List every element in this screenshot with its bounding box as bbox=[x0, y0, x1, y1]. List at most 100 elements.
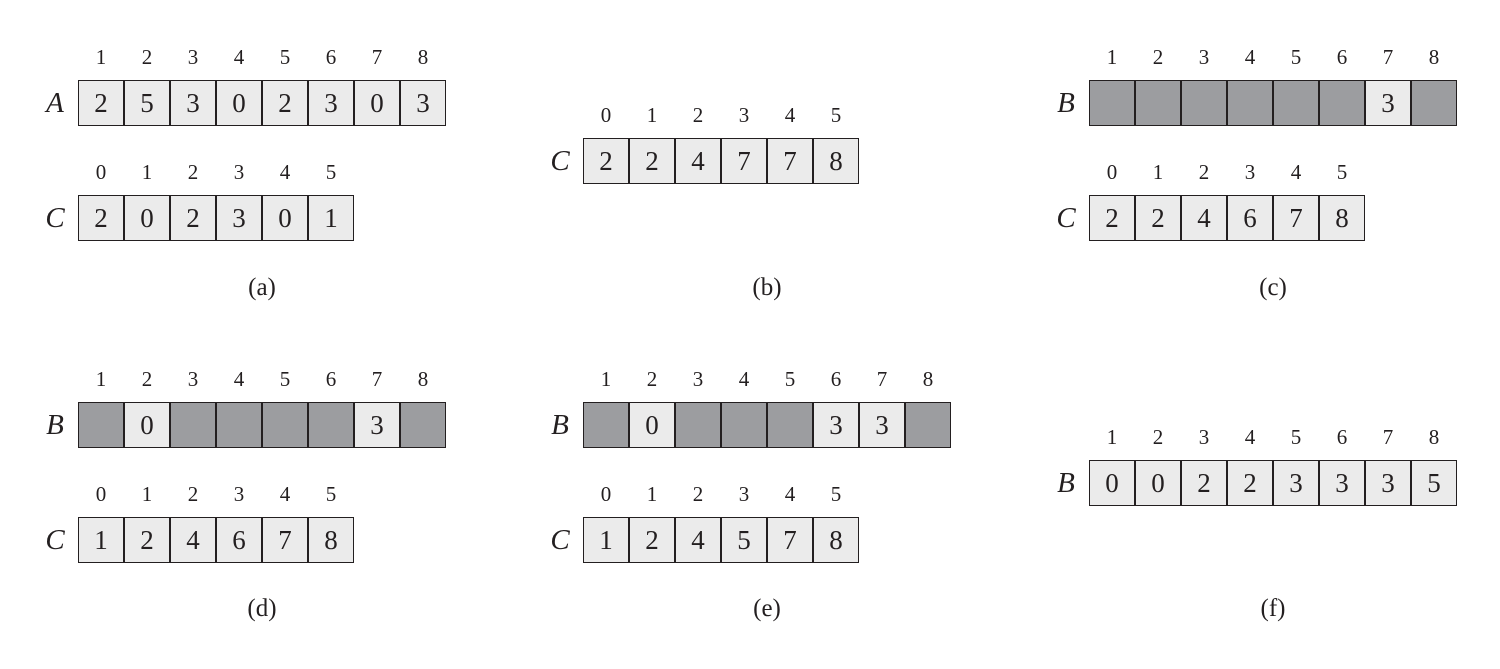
index-label: 5 bbox=[279, 367, 291, 391]
index-label: 1 bbox=[95, 45, 107, 69]
index-label: 5 bbox=[830, 103, 842, 127]
array-cell: 4 bbox=[675, 517, 721, 563]
array-cell bbox=[1319, 80, 1365, 126]
index-label: 0 bbox=[600, 482, 612, 506]
index-label: 3 bbox=[187, 367, 199, 391]
index-label: 4 bbox=[279, 160, 291, 184]
array-cell: 6 bbox=[216, 517, 262, 563]
array-cell: 2 bbox=[78, 195, 124, 241]
index-label: 7 bbox=[371, 45, 383, 69]
index-label: 7 bbox=[371, 367, 383, 391]
array-cell: 7 bbox=[1273, 195, 1319, 241]
index-label: 4 bbox=[233, 367, 245, 391]
array-cell: 3 bbox=[216, 195, 262, 241]
index-label: 5 bbox=[325, 482, 337, 506]
index-label: 4 bbox=[233, 45, 245, 69]
index-label: 5 bbox=[325, 160, 337, 184]
index-label: 1 bbox=[1106, 425, 1118, 449]
index-label: 0 bbox=[95, 482, 107, 506]
index-label: 7 bbox=[1382, 425, 1394, 449]
array-cell: 7 bbox=[262, 517, 308, 563]
index-label: 5 bbox=[279, 45, 291, 69]
array-cell bbox=[170, 402, 216, 448]
array-cell bbox=[1227, 80, 1273, 126]
array-cell: 7 bbox=[767, 138, 813, 184]
index-label: 4 bbox=[1290, 160, 1302, 184]
index-label: 4 bbox=[1244, 45, 1256, 69]
index-label: 3 bbox=[233, 160, 245, 184]
array-name: B bbox=[1057, 467, 1075, 499]
array-cell: 8 bbox=[1319, 195, 1365, 241]
caption: (f) bbox=[1260, 595, 1286, 622]
array-cell: 3 bbox=[170, 80, 216, 126]
index-label: 4 bbox=[784, 482, 796, 506]
index-label: 1 bbox=[646, 103, 658, 127]
array-cell: 8 bbox=[813, 138, 859, 184]
array-cell bbox=[1181, 80, 1227, 126]
array-cell: 2 bbox=[1089, 195, 1135, 241]
index-label: 3 bbox=[738, 103, 750, 127]
array-cell: 3 bbox=[1319, 460, 1365, 506]
array-cell bbox=[1135, 80, 1181, 126]
array-cell bbox=[216, 402, 262, 448]
panel-c: 1 2 3 4 5 6 7 8 B 3 0 bbox=[1051, 40, 1471, 340]
array-name: B bbox=[1057, 87, 1075, 119]
caption: (a) bbox=[248, 274, 276, 301]
index-label: 3 bbox=[187, 45, 199, 69]
index-label: 6 bbox=[1336, 45, 1348, 69]
index-label: 1 bbox=[141, 160, 153, 184]
array-cell: 2 bbox=[78, 80, 124, 126]
array-cell bbox=[1411, 80, 1457, 126]
array-name: C bbox=[1056, 202, 1076, 234]
index-label: 1 bbox=[141, 482, 153, 506]
array-cell: 0 bbox=[354, 80, 400, 126]
array-cell: 3 bbox=[400, 80, 446, 126]
index-label: 7 bbox=[876, 367, 888, 391]
caption: (b) bbox=[752, 274, 782, 301]
index-label: 0 bbox=[600, 103, 612, 127]
index-label: 6 bbox=[830, 367, 842, 391]
array-cell bbox=[721, 402, 767, 448]
index-label: 3 bbox=[738, 482, 750, 506]
array-cell bbox=[1273, 80, 1319, 126]
array-name: C bbox=[45, 202, 65, 234]
index-label: 2 bbox=[1198, 160, 1210, 184]
array-cell: 4 bbox=[170, 517, 216, 563]
array-cell: 2 bbox=[1181, 460, 1227, 506]
array-cell: 4 bbox=[1181, 195, 1227, 241]
index-label: 1 bbox=[1152, 160, 1164, 184]
index-label: 4 bbox=[1244, 425, 1256, 449]
index-label: 2 bbox=[141, 367, 153, 391]
index-label: 6 bbox=[325, 367, 337, 391]
index-label: 5 bbox=[1290, 45, 1302, 69]
array-cell: 2 bbox=[1135, 195, 1181, 241]
index-label: 1 bbox=[95, 367, 107, 391]
index-label: 0 bbox=[1106, 160, 1118, 184]
index-label: 6 bbox=[1336, 425, 1348, 449]
array-cell: 2 bbox=[170, 195, 216, 241]
index-label: 2 bbox=[1152, 425, 1164, 449]
array-cell: 8 bbox=[308, 517, 354, 563]
index-label: 2 bbox=[692, 482, 704, 506]
index-label: 7 bbox=[1382, 45, 1394, 69]
array-cell: 0 bbox=[1135, 460, 1181, 506]
array-cell: 0 bbox=[1089, 460, 1135, 506]
array-cell: 2 bbox=[124, 517, 170, 563]
index-label: 5 bbox=[830, 482, 842, 506]
index-label: 2 bbox=[141, 45, 153, 69]
index-label: 8 bbox=[1428, 45, 1440, 69]
array-cell: 3 bbox=[1365, 460, 1411, 506]
array-cell bbox=[583, 402, 629, 448]
array-cell: 2 bbox=[262, 80, 308, 126]
index-label: 2 bbox=[187, 482, 199, 506]
array-cell bbox=[308, 402, 354, 448]
array-cell bbox=[767, 402, 813, 448]
array-cell: 1 bbox=[583, 517, 629, 563]
array-cell: 7 bbox=[767, 517, 813, 563]
index-label: 1 bbox=[600, 367, 612, 391]
index-label: 2 bbox=[187, 160, 199, 184]
array-name: C bbox=[45, 524, 65, 556]
array-name: B bbox=[46, 409, 64, 441]
index-label: 5 bbox=[1336, 160, 1348, 184]
caption: (e) bbox=[753, 595, 781, 622]
